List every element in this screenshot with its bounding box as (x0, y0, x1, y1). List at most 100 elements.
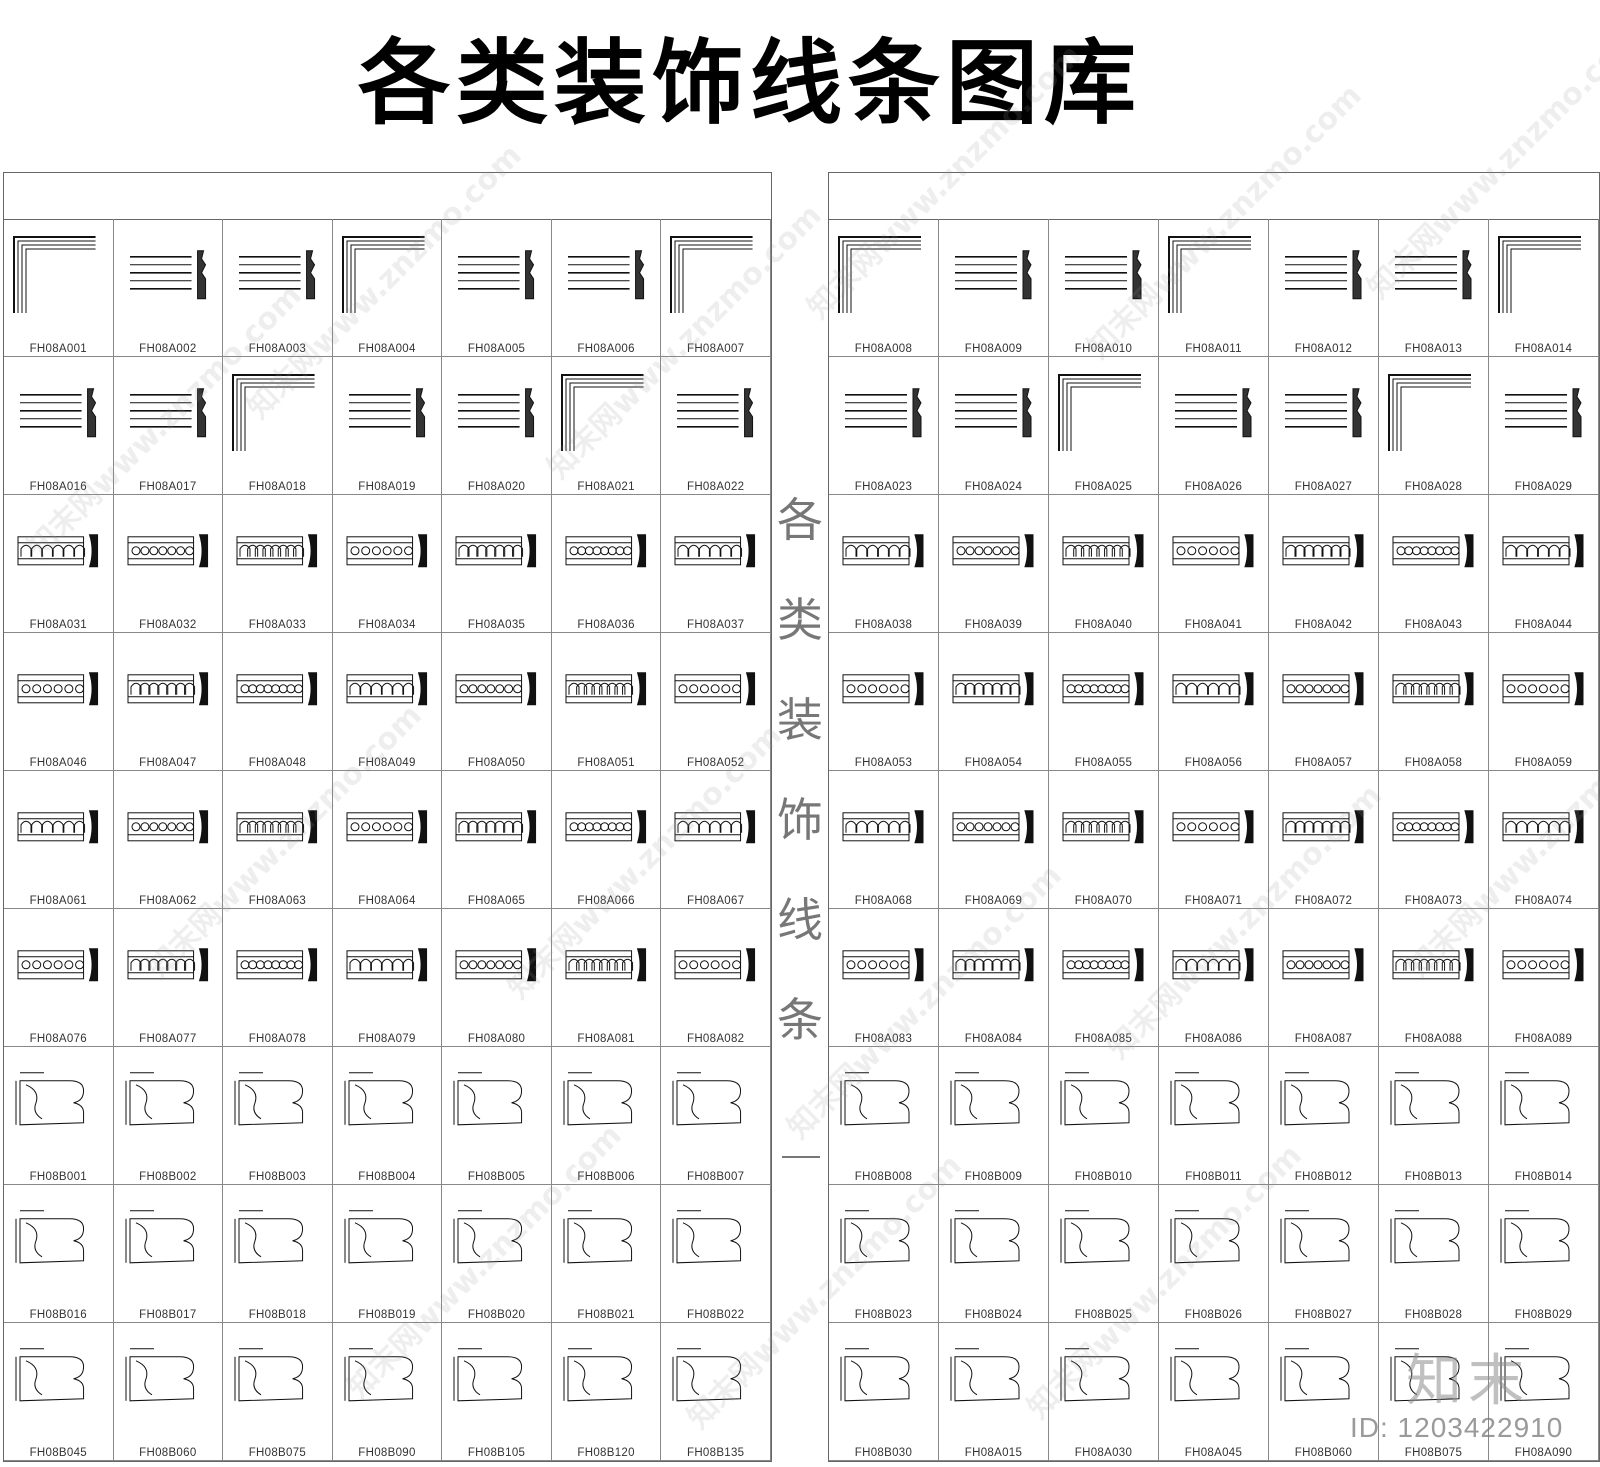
molding-drawing (1170, 1210, 1240, 1264)
molding-cell: FH08A068 (829, 771, 939, 909)
molding-drawing (952, 810, 1034, 844)
molding-drawing (955, 250, 1032, 300)
molding-drawing (15, 1210, 85, 1264)
molding-code: FH08A089 (1514, 1033, 1573, 1045)
molding-code: FH08A053 (854, 757, 913, 769)
molding-drawing (127, 948, 208, 982)
molding-drawing (1062, 810, 1144, 844)
molding-code: FH08A090 (1514, 1447, 1573, 1459)
molding-code: FH08A012 (1294, 343, 1353, 355)
molding-code: FH08A040 (1074, 619, 1133, 631)
molding-cell: FH08A034 (332, 495, 443, 633)
molding-drawing (234, 1210, 304, 1264)
molding-code: FH08A055 (1074, 757, 1133, 769)
molding-cell: FH08A014 (1489, 219, 1599, 357)
molding-drawing (1502, 534, 1584, 568)
molding-code: FH08A016 (29, 481, 87, 493)
molding-code: FH08B019 (358, 1309, 416, 1321)
molding-cell: FH08A090 (1489, 1323, 1599, 1461)
molding-code: FH08A039 (964, 619, 1023, 631)
molding-drawing (344, 1348, 413, 1402)
molding-code: FH08A069 (964, 895, 1023, 907)
molding-drawing (1392, 534, 1474, 568)
molding-code: FH08B075 (1404, 1447, 1463, 1459)
molding-code: FH08A047 (139, 757, 197, 769)
molding-code: FH08B005 (467, 1171, 526, 1183)
vertical-title-char: 饰 (777, 793, 823, 847)
molding-cell: FH08A058 (1379, 633, 1489, 771)
molding-cell: FH08A011 (1159, 219, 1269, 357)
molding-cell: FH08A019 (332, 357, 443, 495)
molding-cell: FH08A010 (1049, 219, 1159, 357)
molding-cell: FH08A063 (223, 771, 333, 909)
molding-cell: FH08B045 (4, 1323, 114, 1461)
molding-drawing (563, 1072, 632, 1126)
molding-cell: FH08A069 (939, 771, 1049, 909)
molding-drawing (567, 250, 644, 300)
molding-cell: FH08A024 (939, 357, 1049, 495)
molding-drawing (129, 388, 206, 438)
molding-cell: FH08A081 (551, 909, 662, 1047)
molding-cell: FH08B003 (223, 1047, 333, 1185)
molding-drawing (950, 1348, 1020, 1402)
molding-drawing (15, 1348, 85, 1402)
molding-cell: FH08A048 (223, 633, 333, 771)
molding-drawing (1062, 948, 1144, 982)
molding-code: FH08A048 (248, 757, 307, 769)
molding-drawing (1280, 1072, 1350, 1126)
molding-drawing (125, 1348, 194, 1402)
molding-code: FH08B027 (1294, 1309, 1353, 1321)
molding-code: FH08B001 (29, 1171, 87, 1183)
molding-cell: FH08B002 (113, 1047, 224, 1185)
molding-drawing (125, 1072, 194, 1126)
molding-cell: FH08A002 (113, 219, 224, 357)
molding-code: FH08A021 (577, 481, 635, 493)
molding-cell: FH08A059 (1489, 633, 1599, 771)
molding-code: FH08A025 (1074, 481, 1133, 493)
molding-cell: FH08A082 (661, 909, 771, 1047)
molding-cell: FH08B014 (1489, 1047, 1599, 1185)
molding-code: FH08B028 (1404, 1309, 1463, 1321)
molding-drawing (1285, 250, 1362, 300)
molding-drawing (1392, 672, 1474, 706)
molding-cell: FH08B020 (442, 1185, 552, 1323)
molding-drawing (1280, 1348, 1350, 1402)
molding-drawing (1282, 534, 1364, 568)
molding-cell: FH08A062 (113, 771, 224, 909)
molding-cell: FH08B001 (4, 1047, 114, 1185)
molding-code: FH08A058 (1404, 757, 1463, 769)
molding-cell: FH08B005 (442, 1047, 552, 1185)
molding-drawing (1172, 672, 1254, 706)
molding-code: FH08A022 (687, 481, 745, 493)
molding-cell: FH08A030 (1049, 1323, 1159, 1461)
molding-cell: FH08B060 (1269, 1323, 1379, 1461)
molding-cell: FH08B060 (113, 1323, 224, 1461)
molding-cell: FH08B120 (551, 1323, 662, 1461)
molding-cell: FH08A028 (1379, 357, 1489, 495)
molding-drawing (234, 1348, 304, 1402)
molding-code: FH08B120 (577, 1447, 635, 1459)
vertical-title-char: 各 (777, 493, 823, 547)
molding-cell: FH08A051 (551, 633, 662, 771)
molding-cell: FH08A041 (1159, 495, 1269, 633)
molding-drawing (453, 1210, 523, 1264)
molding-cell: FH08A067 (661, 771, 771, 909)
molding-drawing (1395, 250, 1472, 300)
molding-cell: FH08B105 (442, 1323, 552, 1461)
molding-cell: FH08A074 (1489, 771, 1599, 909)
molding-drawing (1498, 236, 1581, 313)
molding-cell: FH08A038 (829, 495, 939, 633)
molding-drawing (458, 250, 535, 300)
vertical-title-char: 条 (777, 993, 823, 1047)
molding-code: FH08A033 (248, 619, 307, 631)
molding-cell: FH08B026 (1159, 1185, 1269, 1323)
molding-cell: FH08B135 (661, 1323, 771, 1461)
molding-drawing (17, 810, 99, 844)
watermark-id: ID: 1203422910 (1350, 1412, 1564, 1443)
molding-code: FH08B022 (687, 1309, 745, 1321)
molding-drawing (17, 672, 99, 706)
molding-cell: FH08B009 (939, 1047, 1049, 1185)
molding-code: FH08A010 (1074, 343, 1133, 355)
molding-drawing (346, 948, 427, 982)
